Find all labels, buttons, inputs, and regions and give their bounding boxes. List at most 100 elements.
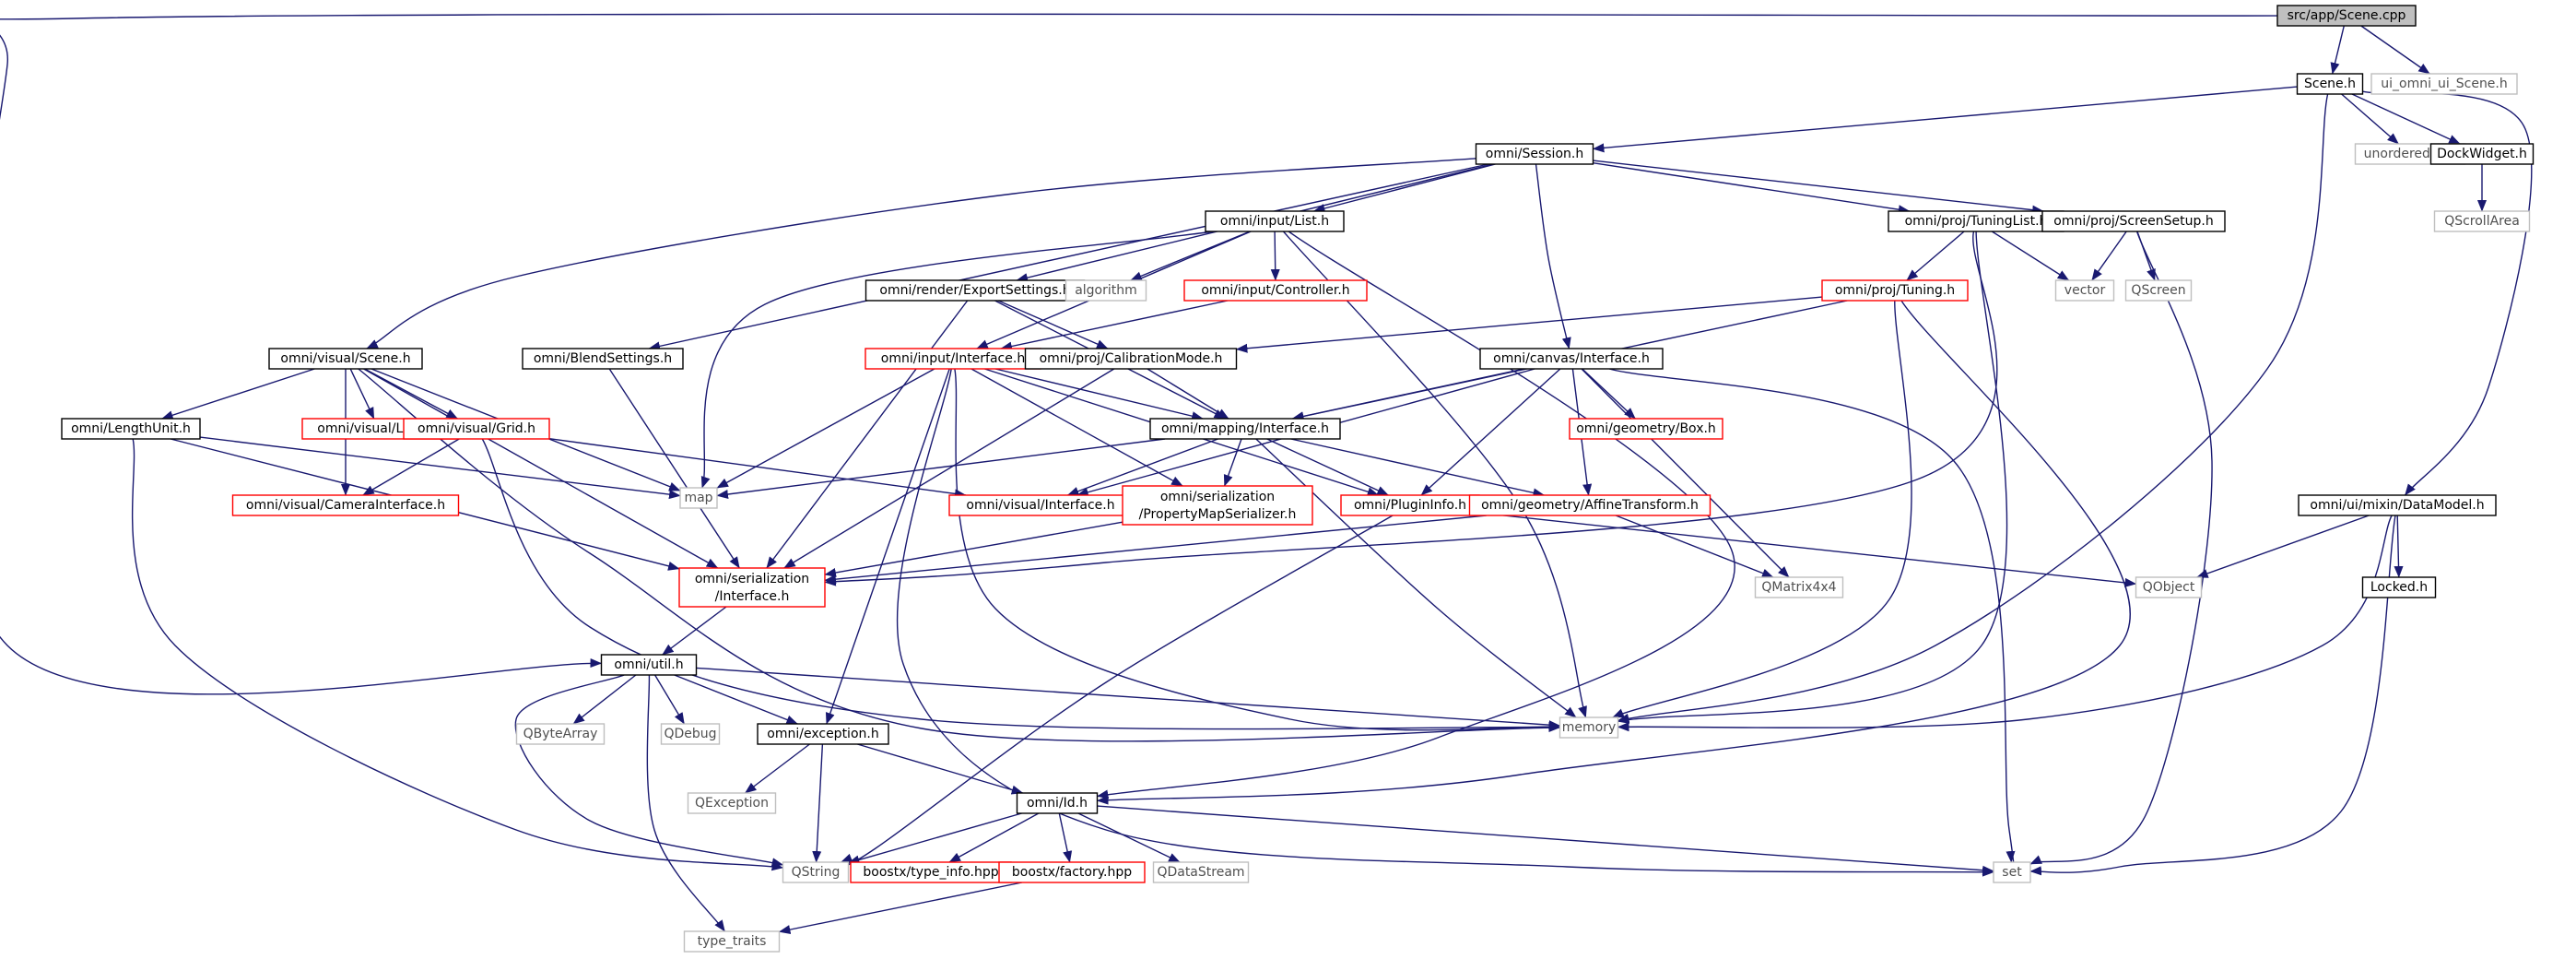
edge-visualscene-to-seriface (363, 368, 719, 569)
node-lengthunit[interactable]: omni/LengthUnit.h (61, 418, 201, 440)
edge-util-to-typetraits (646, 674, 725, 932)
node-session[interactable]: omni/Session.h (1475, 143, 1594, 165)
node-controller[interactable]: omni/input/Controller.h (1183, 279, 1368, 302)
edge-session-to-inputlist (1312, 163, 1496, 213)
node-box-screensetup (2041, 210, 2226, 232)
edge-root-to-sceneh (2330, 25, 2345, 75)
edge-sceneh-to-unordered (2341, 93, 2399, 145)
node-datamodel[interactable]: omni/ui/mixin/DataModel.h (2298, 494, 2497, 516)
node-mappingiface[interactable]: omni/mapping/Interface.h (1149, 418, 1341, 440)
node-box-datamodel (2298, 494, 2497, 516)
node-idh[interactable]: omni/Id.h (1016, 792, 1099, 814)
edge-canvasiface-to-box (1582, 368, 1636, 420)
edge-grid-to-memory (481, 438, 1561, 732)
node-propmap[interactable]: omni/serialization/PropertyMapSerializer… (1122, 485, 1313, 526)
node-box-qdatastream (1152, 861, 1250, 883)
node-camiface[interactable]: omni/visual/CameraInterface.h (231, 494, 460, 516)
edge-sceneh-to-memory (1617, 93, 2329, 723)
node-root[interactable]: src/app/Scene.cpp (2276, 5, 2417, 27)
node-calib[interactable]: omni/proj/CalibrationMode.h (1024, 348, 1238, 370)
node-affine[interactable]: omni/geometry/AffineTransform.h (1468, 494, 1711, 516)
edge-grid-to-visualiface (548, 438, 967, 499)
node-dockw[interactable]: DockWidget.h (2429, 143, 2535, 165)
edge-sceneh-to-session (1592, 86, 2298, 153)
node-exception[interactable]: omni/exception.h (757, 723, 889, 745)
edge-tuning-to-memory (1612, 300, 1912, 718)
node-label-root: src/app/Scene.cpp (2288, 8, 2406, 23)
node-factory[interactable]: boostx/factory.hpp (998, 861, 1146, 883)
edge-canvasiface-to-set (1608, 368, 2016, 870)
edge-inputiface-to-propmap (970, 368, 1183, 487)
node-label-qmatrix: QMatrix4x4 (1761, 580, 1836, 595)
edge-idh-to-typeinfo (948, 812, 1040, 863)
edge-util-to-qstring (514, 674, 784, 868)
node-label-uiomni: ui_omni_ui_Scene.h (2381, 77, 2508, 91)
edge-exportset-to-calib (997, 300, 1109, 349)
node-seriface[interactable]: omni/serialization/Interface.h (678, 567, 826, 608)
node-label-blend: omni/BlendSettings.h (534, 351, 672, 366)
node-label-qstring: QString (792, 865, 841, 880)
node-label-locked: Locked.h (2370, 580, 2428, 595)
node-typetraits: type_traits (683, 930, 781, 953)
node-label-typeinfo: boostx/type_info.hpp (863, 865, 998, 880)
node-typeinfo[interactable]: boostx/type_info.hpp (850, 861, 1012, 883)
node-tuninglist[interactable]: omni/proj/TuningList.h (1888, 210, 2064, 232)
node-label-qscroll: QScrollArea (2444, 214, 2520, 229)
node-label-inputiface: omni/input/Interface.h (881, 351, 1025, 366)
node-locked[interactable]: Locked.h (2361, 576, 2437, 598)
node-box-visualscene (268, 348, 423, 370)
edge-mappingiface-to-visualiface (1066, 438, 1218, 496)
node-box-qstring (782, 861, 850, 883)
node-grid[interactable]: omni/visual/Grid.h (403, 418, 550, 440)
edge-tuninglist-to-memory (1617, 231, 2008, 724)
node-visualscene[interactable]: omni/visual/Scene.h (268, 348, 423, 370)
node-box-util (600, 654, 698, 676)
node-screensetup[interactable]: omni/proj/ScreenSetup.h (2041, 210, 2226, 232)
node-qobject: QObject (2135, 576, 2203, 598)
node-label-set: set (2002, 865, 2022, 880)
node-box-seriface (678, 567, 826, 608)
node-inputiface[interactable]: omni/input/Interface.h (865, 348, 1041, 370)
edge-affine-to-qmatrix (1615, 515, 1774, 578)
node-label-session: omni/Session.h (1486, 147, 1583, 161)
node-inputlist[interactable]: omni/input/List.h (1205, 210, 1345, 232)
node-qscreen: QScreen (2124, 279, 2193, 302)
node-label-seriface-line1: omni/serialization (695, 572, 809, 586)
edge-idh-to-set (1097, 805, 1994, 875)
node-box[interactable]: omni/geometry/Box.h (1569, 418, 1723, 440)
edge-visualscene-to-memory (358, 368, 1561, 742)
node-qstring: QString (782, 861, 850, 883)
node-exportset[interactable]: omni/render/ExportSettings.h (865, 279, 1086, 302)
edge-mappingiface-to-memory (1255, 438, 1577, 718)
edge-tuninglist-to-seriface (824, 231, 1998, 586)
node-label-visualiface: omni/visual/Interface.h (966, 498, 1114, 513)
edge-idh-to-qdatastream (1077, 812, 1181, 863)
node-blend[interactable]: omni/BlendSettings.h (522, 348, 684, 370)
node-label-qobject: QObject (2143, 580, 2195, 595)
node-tuning[interactable]: omni/proj/Tuning.h (1821, 279, 1969, 302)
node-box-dockw (2429, 143, 2535, 165)
node-box-affine (1468, 494, 1711, 516)
node-canvasiface[interactable]: omni/canvas/Interface.h (1479, 348, 1664, 370)
node-box-sceneh (2296, 73, 2364, 95)
node-label-tuning: omni/proj/Tuning.h (1835, 283, 1955, 298)
edge-inputiface-to-set (896, 368, 1994, 877)
node-label-calib: omni/proj/CalibrationMode.h (1040, 351, 1223, 366)
edge-affine-to-seriface (824, 515, 1487, 585)
node-label-visualscene: omni/visual/Scene.h (280, 351, 410, 366)
edge-sceneh-to-dockw (2351, 93, 2461, 145)
node-box-controller (1183, 279, 1368, 302)
node-sceneh[interactable]: Scene.h (2296, 73, 2364, 95)
node-label-inputlist: omni/input/List.h (1220, 214, 1329, 229)
edge-calib-to-mappingiface (1147, 368, 1229, 420)
node-util[interactable]: omni/util.h (600, 654, 698, 676)
node-box-calib (1024, 348, 1238, 370)
edge-mappingiface-to-map (716, 438, 1166, 499)
node-label-controller: omni/input/Controller.h (1201, 283, 1349, 298)
node-plugininfo[interactable]: omni/PluginInfo.h (1340, 494, 1480, 516)
node-visualiface[interactable]: omni/visual/Interface.h (948, 494, 1133, 516)
edge-visualscene-to-grid (364, 368, 458, 420)
node-box-qdebug (660, 723, 721, 745)
edge-mappingiface-to-affine (1290, 438, 1546, 498)
node-label-qdebug: QDebug (664, 727, 716, 741)
